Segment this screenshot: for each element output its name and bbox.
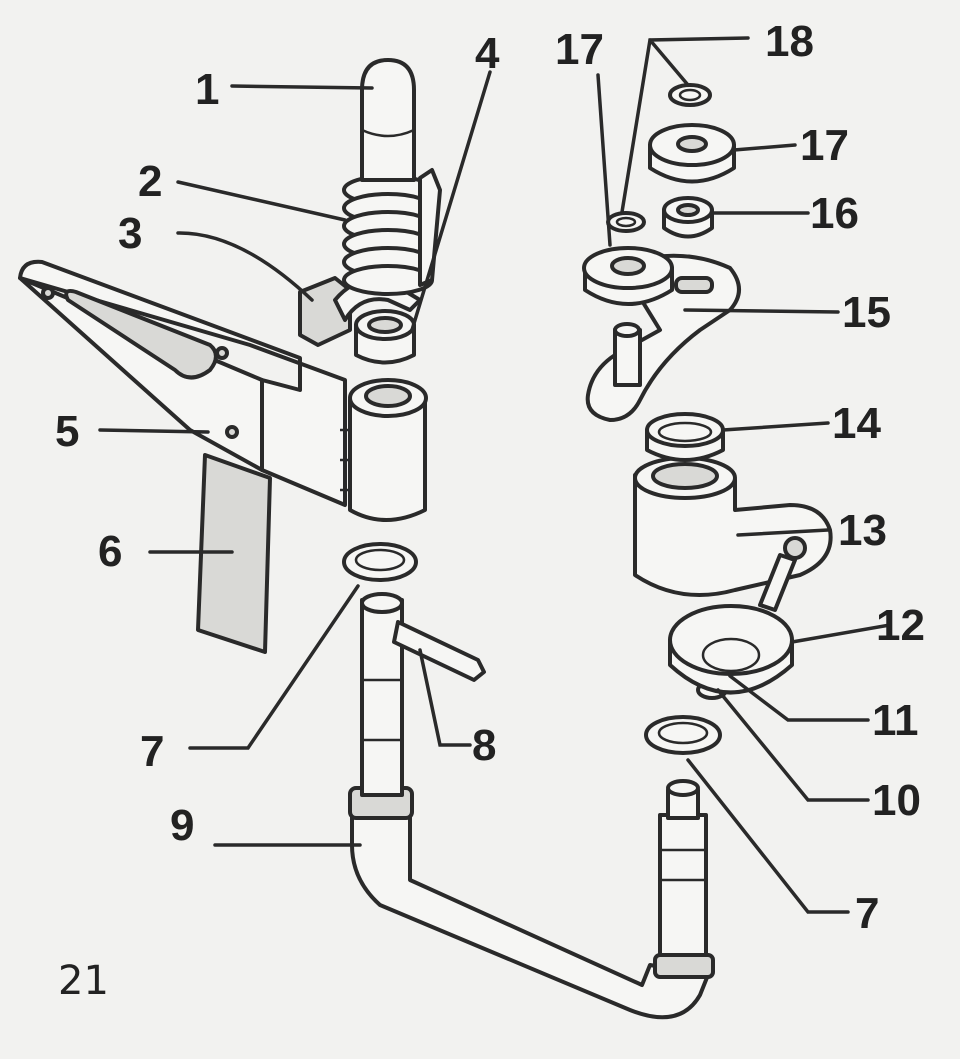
- part-6-plate: [196, 453, 272, 654]
- callout-6: 6: [98, 527, 122, 576]
- part-16-nut: [662, 196, 714, 239]
- callout-14: 14: [832, 399, 881, 448]
- callout-9: 9: [170, 801, 194, 850]
- part-12-disc: [668, 604, 794, 695]
- callout-8: 8: [472, 721, 496, 770]
- part-18-washer-upper: [668, 83, 712, 107]
- part-1-cap: [360, 58, 416, 182]
- part-13-swing-arm: [633, 456, 833, 612]
- callout-4: 4: [475, 29, 500, 78]
- part-15-lever: [585, 253, 741, 422]
- callout-18: 18: [765, 17, 814, 66]
- callout-12: 12: [876, 601, 925, 650]
- callout-1: 1: [195, 65, 219, 114]
- callout-15: 15: [842, 288, 891, 337]
- part-14-ring: [645, 412, 725, 462]
- part-9-axle-right: [653, 779, 715, 979]
- part-4-bushing: [354, 309, 416, 365]
- part-5-bracket: [18, 259, 347, 507]
- part-7-washer-right: [644, 715, 722, 755]
- callout-10: 10: [872, 776, 921, 825]
- callout-3: 3: [118, 209, 142, 258]
- part-17-washer-right: [648, 123, 736, 184]
- callout-13: 13: [838, 506, 887, 555]
- callout-7-left: 7: [140, 727, 164, 776]
- leader-lines: [98, 36, 892, 914]
- callout-7-right: 7: [855, 889, 879, 938]
- part-2-spring: [342, 168, 442, 296]
- part-17-washer-left: [582, 246, 674, 306]
- part-sleeve: [340, 378, 428, 522]
- callout-2: 2: [138, 157, 162, 206]
- part-18-washer-lower: [606, 211, 646, 233]
- figure-number: 21: [58, 958, 109, 1004]
- callout-16: 16: [810, 189, 859, 238]
- callout-5: 5: [55, 407, 79, 456]
- callout-17-left: 17: [555, 25, 604, 74]
- part-8-pin: [392, 620, 486, 682]
- callout-17-right: 17: [800, 121, 849, 170]
- part-7-washer-left: [342, 542, 418, 582]
- part-9-crank-axle: [348, 592, 710, 1020]
- callout-11: 11: [872, 696, 919, 745]
- callout-labels: 1 2 3 4 5 6 7 8 9 7 10 11 12 13 14 15 16…: [55, 17, 925, 938]
